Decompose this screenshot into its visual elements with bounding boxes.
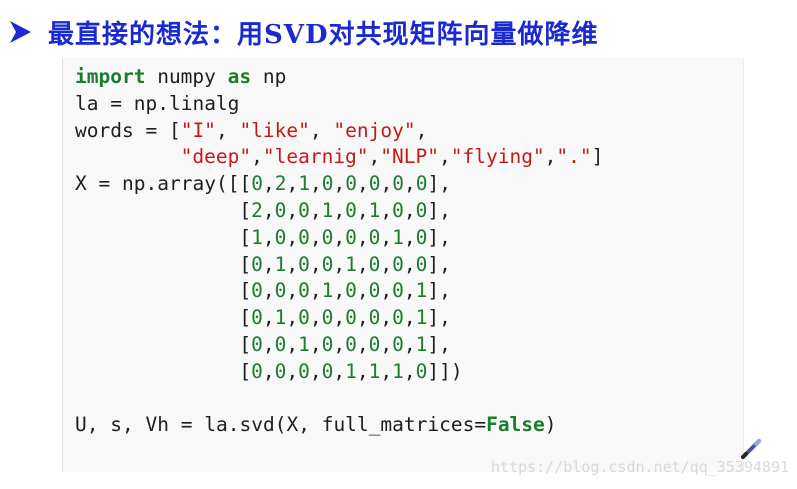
code-line: [2,0,0,1,0,1,0,0], [239, 198, 451, 222]
code-line [75, 386, 603, 413]
slide-title-row: 最直接的想法：用SVD对共现矩阵向量做降维 [6, 12, 599, 52]
code-line: X = np.array([[0,2,1,0,0,0,0,0], [75, 172, 451, 196]
code-line: [1,0,0,0,0,0,1,0], [239, 225, 451, 249]
code-line: import numpy as np [75, 65, 287, 88]
code-text: import numpy as np la = np.linalg words = … [75, 64, 603, 439]
code-block: import numpy as np la = np.linalg words = … [62, 58, 744, 472]
code-line: [0,0,1,0,0,0,0,1], [239, 332, 451, 356]
code-line: [0,1,0,0,1,0,0,0], [239, 252, 451, 276]
code-line: "deep","learnig","NLP","flying","."] [180, 145, 604, 169]
pen-icon[interactable] [738, 436, 764, 462]
slide-title: 最直接的想法：用SVD对共现矩阵向量做降维 [48, 19, 599, 50]
code-line: [0,1,0,0,0,0,0,1], [239, 306, 451, 330]
arrow-bullet-icon [10, 21, 31, 43]
code-line: U, s, Vh = la.svd(X, full_matrices=False… [75, 413, 557, 437]
code-line: [0,0,0,0,1,1,1,0]]) [239, 359, 463, 383]
code-line: [0,0,0,1,0,0,0,1], [239, 279, 451, 303]
watermark: https://blog.csdn.net/qq_35394891 [490, 458, 789, 476]
code-line: la = np.linalg [75, 91, 240, 115]
code-line: words = ["I", "like", "enjoy", [75, 118, 428, 142]
